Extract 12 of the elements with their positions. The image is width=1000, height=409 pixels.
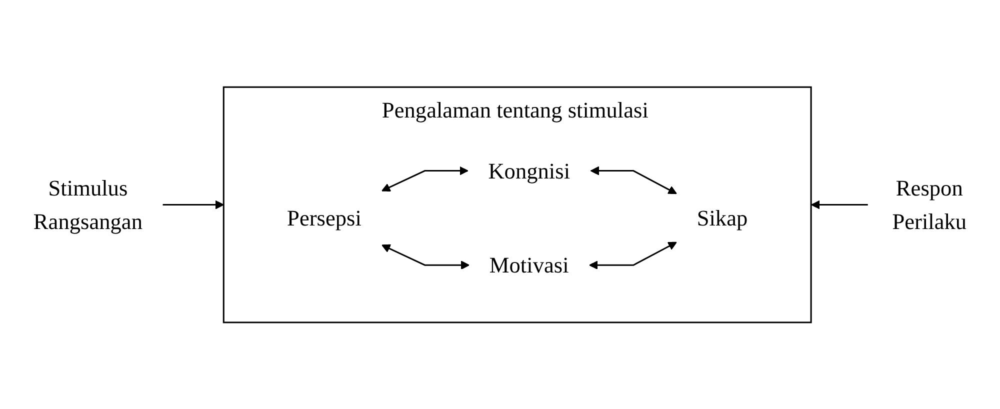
arrow: [811, 200, 868, 209]
arrow: [589, 242, 677, 270]
arrow: [382, 166, 468, 192]
node-text: Persepsi: [287, 205, 362, 230]
arrow: [590, 166, 677, 194]
node-text: Respon Perilaku: [892, 175, 967, 234]
arrow: [382, 244, 470, 270]
node-text: Stimulus Rangsangan: [33, 175, 142, 234]
node-text: Motivasi: [489, 252, 569, 278]
node-text: Kongnisi: [488, 158, 570, 184]
node-text: Sikap: [696, 205, 748, 230]
arrow: [162, 200, 224, 209]
